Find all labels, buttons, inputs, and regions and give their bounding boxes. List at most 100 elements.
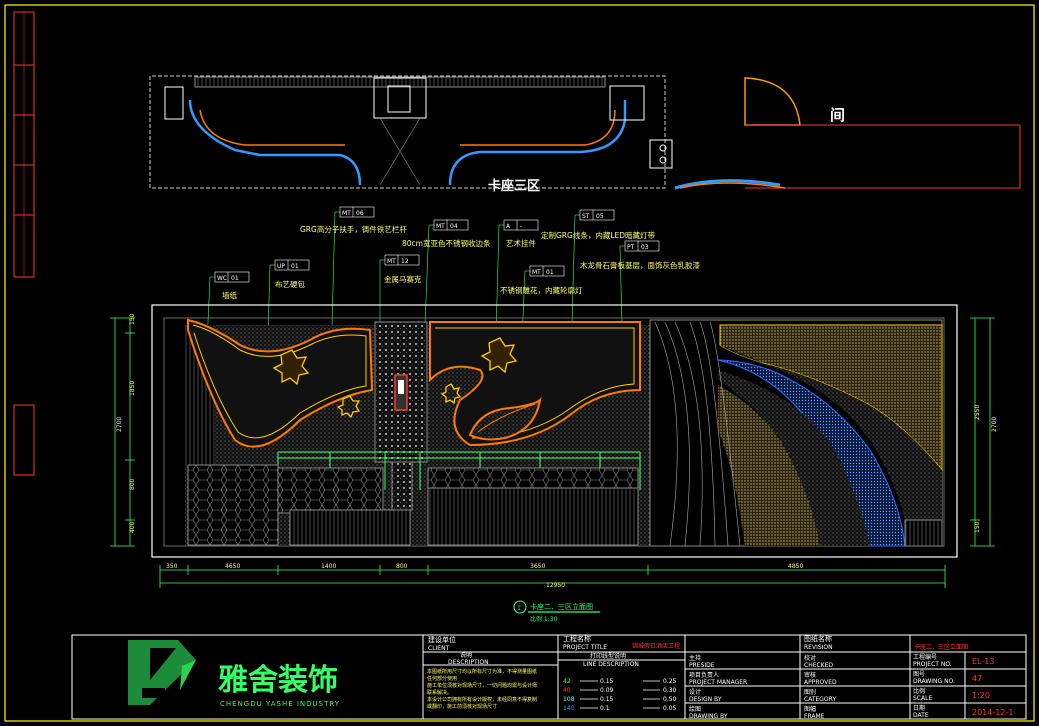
note-line: 或翻印，施工前须核对现场尺寸 (427, 703, 497, 710)
line-weight: 0.09 (600, 687, 614, 694)
desc-cn: 说明 (460, 651, 472, 659)
line-weight: 0.50 (663, 696, 677, 703)
callout-2: MT 04 80cm宽亚色不锈钢收边条 (402, 219, 491, 326)
callout-tag: MT (387, 258, 396, 265)
callout-code: 05 (596, 213, 604, 220)
pen-number: 42 (563, 678, 571, 685)
meta-value: 47 (972, 674, 982, 683)
binding-strip (13, 11, 35, 476)
client-en: CLIENT (428, 645, 450, 652)
callout-4: ST 05 定制GRG线条，内藏LED暗藏灯带 (541, 209, 656, 326)
floor-plan: 间 卡座三区 (149, 75, 1021, 194)
meta-cn: 工程编号 (913, 653, 937, 661)
client-cn: 建设单位 (428, 635, 456, 644)
line-weight: 0.15 (600, 678, 614, 685)
callout-tag: UP (277, 263, 285, 270)
section-title-block: 1 卡座二、三区立面图 比例 1:30 (513, 600, 600, 623)
callout-text: 布艺硬包 (275, 279, 305, 289)
plan-zone-label: 卡座三区 (488, 178, 540, 194)
role-en: DESIGN BY (689, 696, 722, 703)
callout-text: GRG高分子扶手，铸件铁艺栏杆 (300, 224, 407, 234)
callout-code: 04 (450, 223, 458, 230)
meta-en: DATE (913, 712, 929, 719)
callout-text: 木龙骨石膏板基层，面饰灰色乳胶漆 (580, 260, 700, 270)
callout-text: 80cm宽亚色不锈钢收边条 (402, 238, 491, 248)
dim-bottom: 1400 (321, 563, 336, 570)
dim-left: 1850 (129, 381, 136, 396)
note-line: 任何部分使用 (427, 675, 457, 682)
note-line: 施工单位须核对现场尺寸，一切问题均需与设计师 (427, 682, 537, 689)
callout-tag: MT (532, 269, 541, 276)
note-line: 本设计公司拥有所有设计版权，未经同意不得复制 (427, 696, 537, 703)
revision-en: REVISION (804, 644, 833, 651)
role-en: PRESIDE (689, 662, 715, 669)
dim-left: 150 (129, 313, 136, 325)
svg-text:1: 1 (517, 605, 521, 612)
revision-cn: 图纸名称 (804, 634, 832, 643)
sheet-frame (4, 4, 1035, 722)
role-cn: 绘图 (689, 705, 701, 713)
dim-bottom: 4650 (225, 563, 240, 570)
dim-bottom: 3650 (530, 563, 545, 570)
callout-tag: ST (582, 213, 590, 220)
drawing-name: 卡座二、三区立面图 (914, 643, 968, 651)
check-cn: 审核 (804, 671, 816, 679)
meta-en: SCALE (913, 695, 932, 702)
line-weight: 0.1 (600, 705, 610, 712)
section-title: 卡座二、三区立面图 (530, 602, 593, 611)
role-cn: 设计 (689, 688, 701, 696)
callout-tag: MT (436, 223, 445, 230)
callout-code: 03 (641, 244, 649, 251)
note-line: 联系解决。 (427, 689, 452, 696)
callout-tag: MT (342, 210, 351, 217)
dim-bottom: 4850 (788, 563, 803, 570)
plan-room-label: 间 (830, 106, 845, 124)
callout-text: 艺术挂件 (506, 238, 536, 248)
callout-text: 定制GRG线条，内藏LED暗藏灯带 (541, 230, 656, 240)
note-line: 本图纸所用尺寸均以所标尺寸为准，不得测量图纸 (427, 668, 537, 675)
title-block: 雅舍装饰 CHENGDU YASHE INDUSTRY 建设单位 CLIENT … (71, 634, 1027, 720)
project-title-en: PROJECT TITLE (563, 644, 607, 651)
dim-total: 12950 (546, 582, 565, 589)
callout-tag: A (506, 223, 511, 230)
callout-code: 12 (401, 258, 409, 265)
callout-code: 01 (291, 263, 299, 270)
callout-code: - (520, 223, 522, 230)
callout-tag: WC (217, 275, 227, 282)
pen-number: 40 (563, 687, 571, 694)
meta-en: PROJECT NO. (913, 661, 952, 668)
desc-en: DESCRIPTION (448, 659, 489, 666)
company-name-en: CHENGDU YASHE INDUSTRY (220, 700, 340, 708)
dim-right: 150 (974, 521, 981, 533)
pen-number: 108 (563, 696, 575, 703)
dim-right: 2550 (974, 405, 981, 420)
project-title-cn: 工程名称 (563, 634, 591, 643)
dim-bottom: 350 (166, 563, 178, 570)
check-cn: 图幅 (804, 705, 816, 713)
meta-cn: 比例 (913, 687, 925, 695)
callout-tag: PT (627, 244, 635, 251)
callout-code: 01 (231, 275, 239, 282)
check-en: CATEGORY (804, 696, 836, 703)
line-weight: 0.25 (663, 678, 677, 685)
notes: 本图纸所用尺寸均以所标尺寸为准，不得测量图纸任何部分使用施工单位须核对现场尺寸，… (427, 668, 537, 710)
scale-note: 比例 1:30 (530, 615, 558, 623)
dim-left-total: 2700 (116, 417, 123, 432)
check-cn: 校对 (804, 654, 816, 662)
callout-text: 金属马赛克 (384, 274, 422, 284)
role-en: DRAWING BY (689, 713, 728, 720)
check-en: CHECKED (804, 662, 833, 669)
meta-value: 2014-12-1 (972, 708, 1013, 717)
line-desc-en: LINE DESCRIPTION (583, 661, 639, 668)
role-en: PROJECT MANAGER (689, 679, 747, 686)
meta-en: DRAWING NO. (913, 678, 955, 685)
company-name: 雅舍装饰 (218, 663, 338, 698)
role-cn: 主持 (689, 654, 701, 662)
dim-bottom: 800 (396, 563, 408, 570)
elevation-drawing (151, 304, 958, 558)
